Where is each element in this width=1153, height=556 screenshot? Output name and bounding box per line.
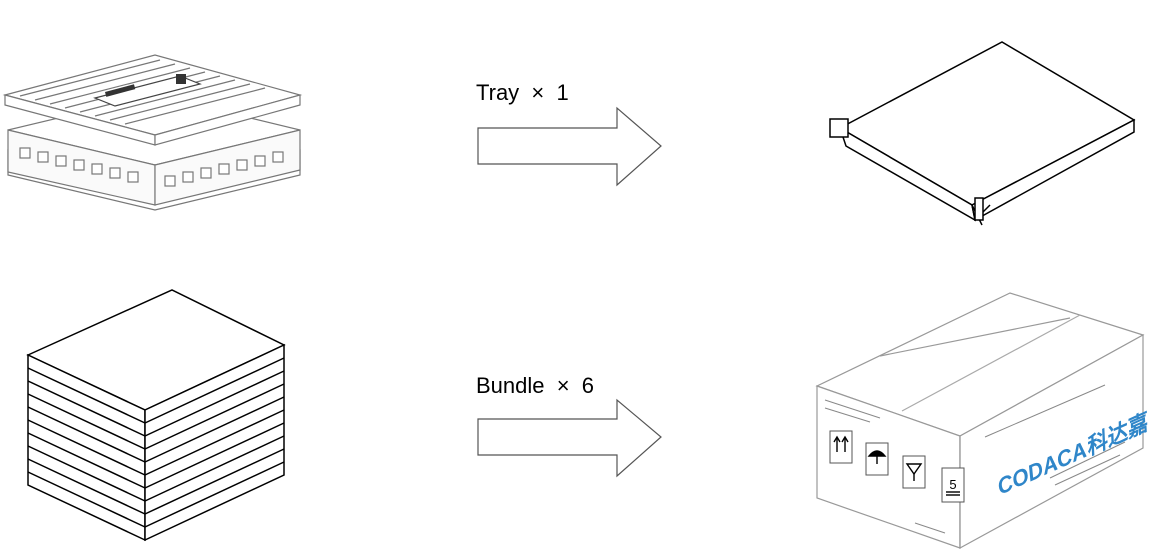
step-label-tray: Tray × 1 (476, 80, 569, 105)
step-label-bundle: Bundle × 6 (476, 373, 595, 398)
stack-limit-value: 5 (949, 477, 956, 492)
fragile-icon (902, 455, 926, 489)
stack-limit-icon (941, 467, 965, 503)
this-way-up-icon (829, 430, 853, 464)
